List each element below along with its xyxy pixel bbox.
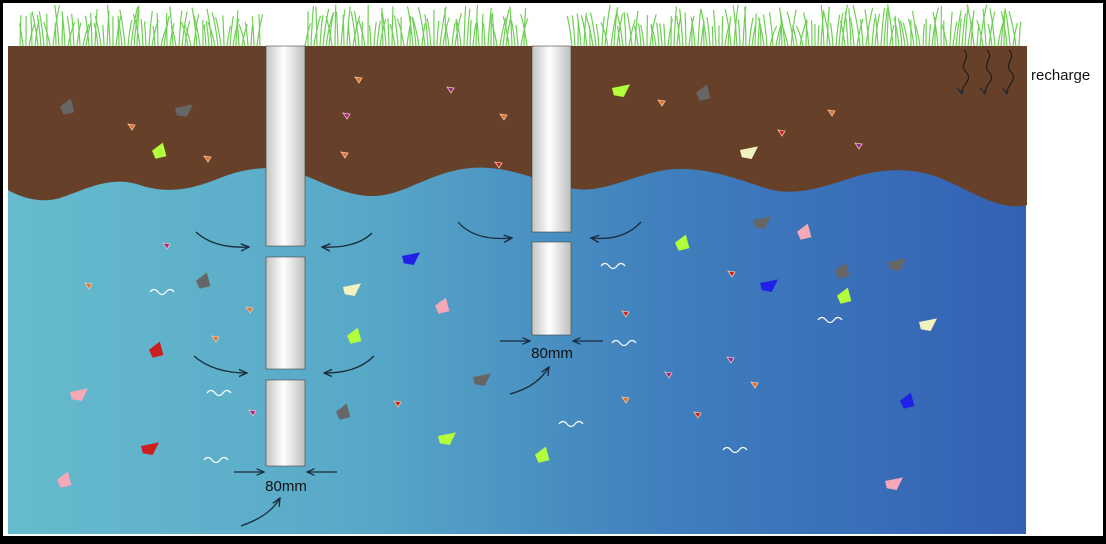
left-pipe-casing-upper (266, 46, 305, 246)
right-pipe-casing-upper (532, 46, 571, 232)
grass-blade (335, 5, 336, 46)
recharge-label: recharge (1031, 67, 1090, 84)
grass-blade (722, 16, 723, 46)
grass-blade (55, 23, 56, 46)
grass-blade (712, 26, 713, 46)
left-pipe-diameter-label: 80mm (265, 478, 307, 495)
right-pipe-casing-lower (532, 242, 571, 335)
grass-blade (343, 15, 344, 46)
left-pipe-casing-middle (266, 257, 305, 369)
left-pipe-casing-lower (266, 380, 305, 466)
right-pipe-diameter-label: 80mm (531, 345, 573, 362)
right-well-pipe (532, 46, 571, 335)
